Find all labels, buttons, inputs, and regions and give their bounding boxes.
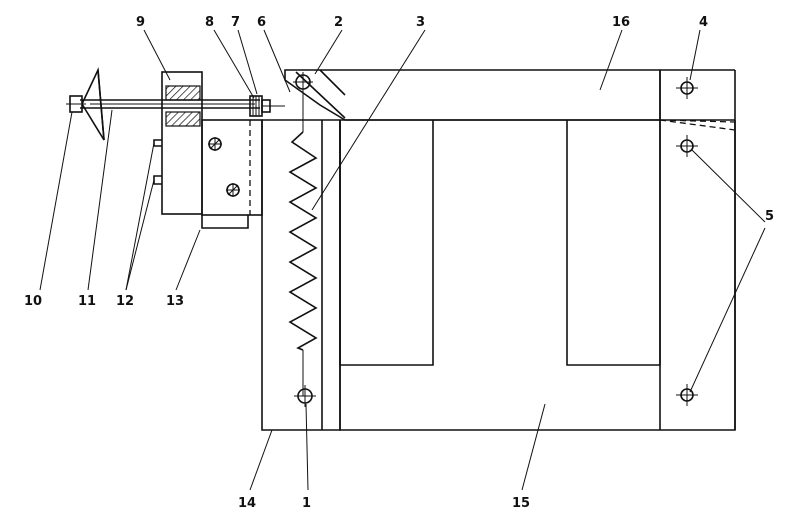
callout-13: 13	[166, 294, 184, 309]
hole-5-top	[676, 135, 698, 157]
pivot-2	[293, 72, 313, 92]
callout-4: 4	[699, 15, 708, 30]
hole-5-bottom	[676, 384, 698, 406]
pivot-1	[294, 385, 316, 407]
armature	[284, 69, 661, 121]
yoke-core	[339, 69, 736, 431]
callout-10: 10	[24, 294, 42, 309]
callout-9: 9	[136, 15, 145, 30]
callout-16: 16	[612, 15, 630, 30]
leader-lines	[39, 29, 766, 491]
callout-7: 7	[231, 15, 240, 30]
callout-3: 3	[416, 15, 425, 30]
adjusting-screw-11	[80, 99, 260, 109]
callout-8: 8	[205, 15, 214, 30]
terminals-12	[153, 139, 162, 185]
callout-5: 5	[765, 209, 774, 224]
callout-labels: 1 2 3 4 5 6 7 8 9 10 11 12 13 14 15 16	[24, 15, 774, 511]
adjusting-nut-9	[165, 85, 201, 127]
callout-14: 14	[238, 496, 256, 511]
knob-10	[66, 66, 105, 141]
callout-12: 12	[116, 294, 134, 309]
callout-2: 2	[334, 15, 343, 30]
callout-6: 6	[257, 15, 266, 30]
bracket-14	[261, 119, 341, 431]
contact-bracket-13	[161, 71, 263, 229]
callout-15: 15	[512, 496, 530, 511]
spring	[288, 90, 318, 396]
callout-1: 1	[302, 496, 311, 511]
contacts-7-8	[249, 95, 285, 117]
callout-11: 11	[78, 294, 96, 309]
hole-4	[676, 77, 698, 99]
